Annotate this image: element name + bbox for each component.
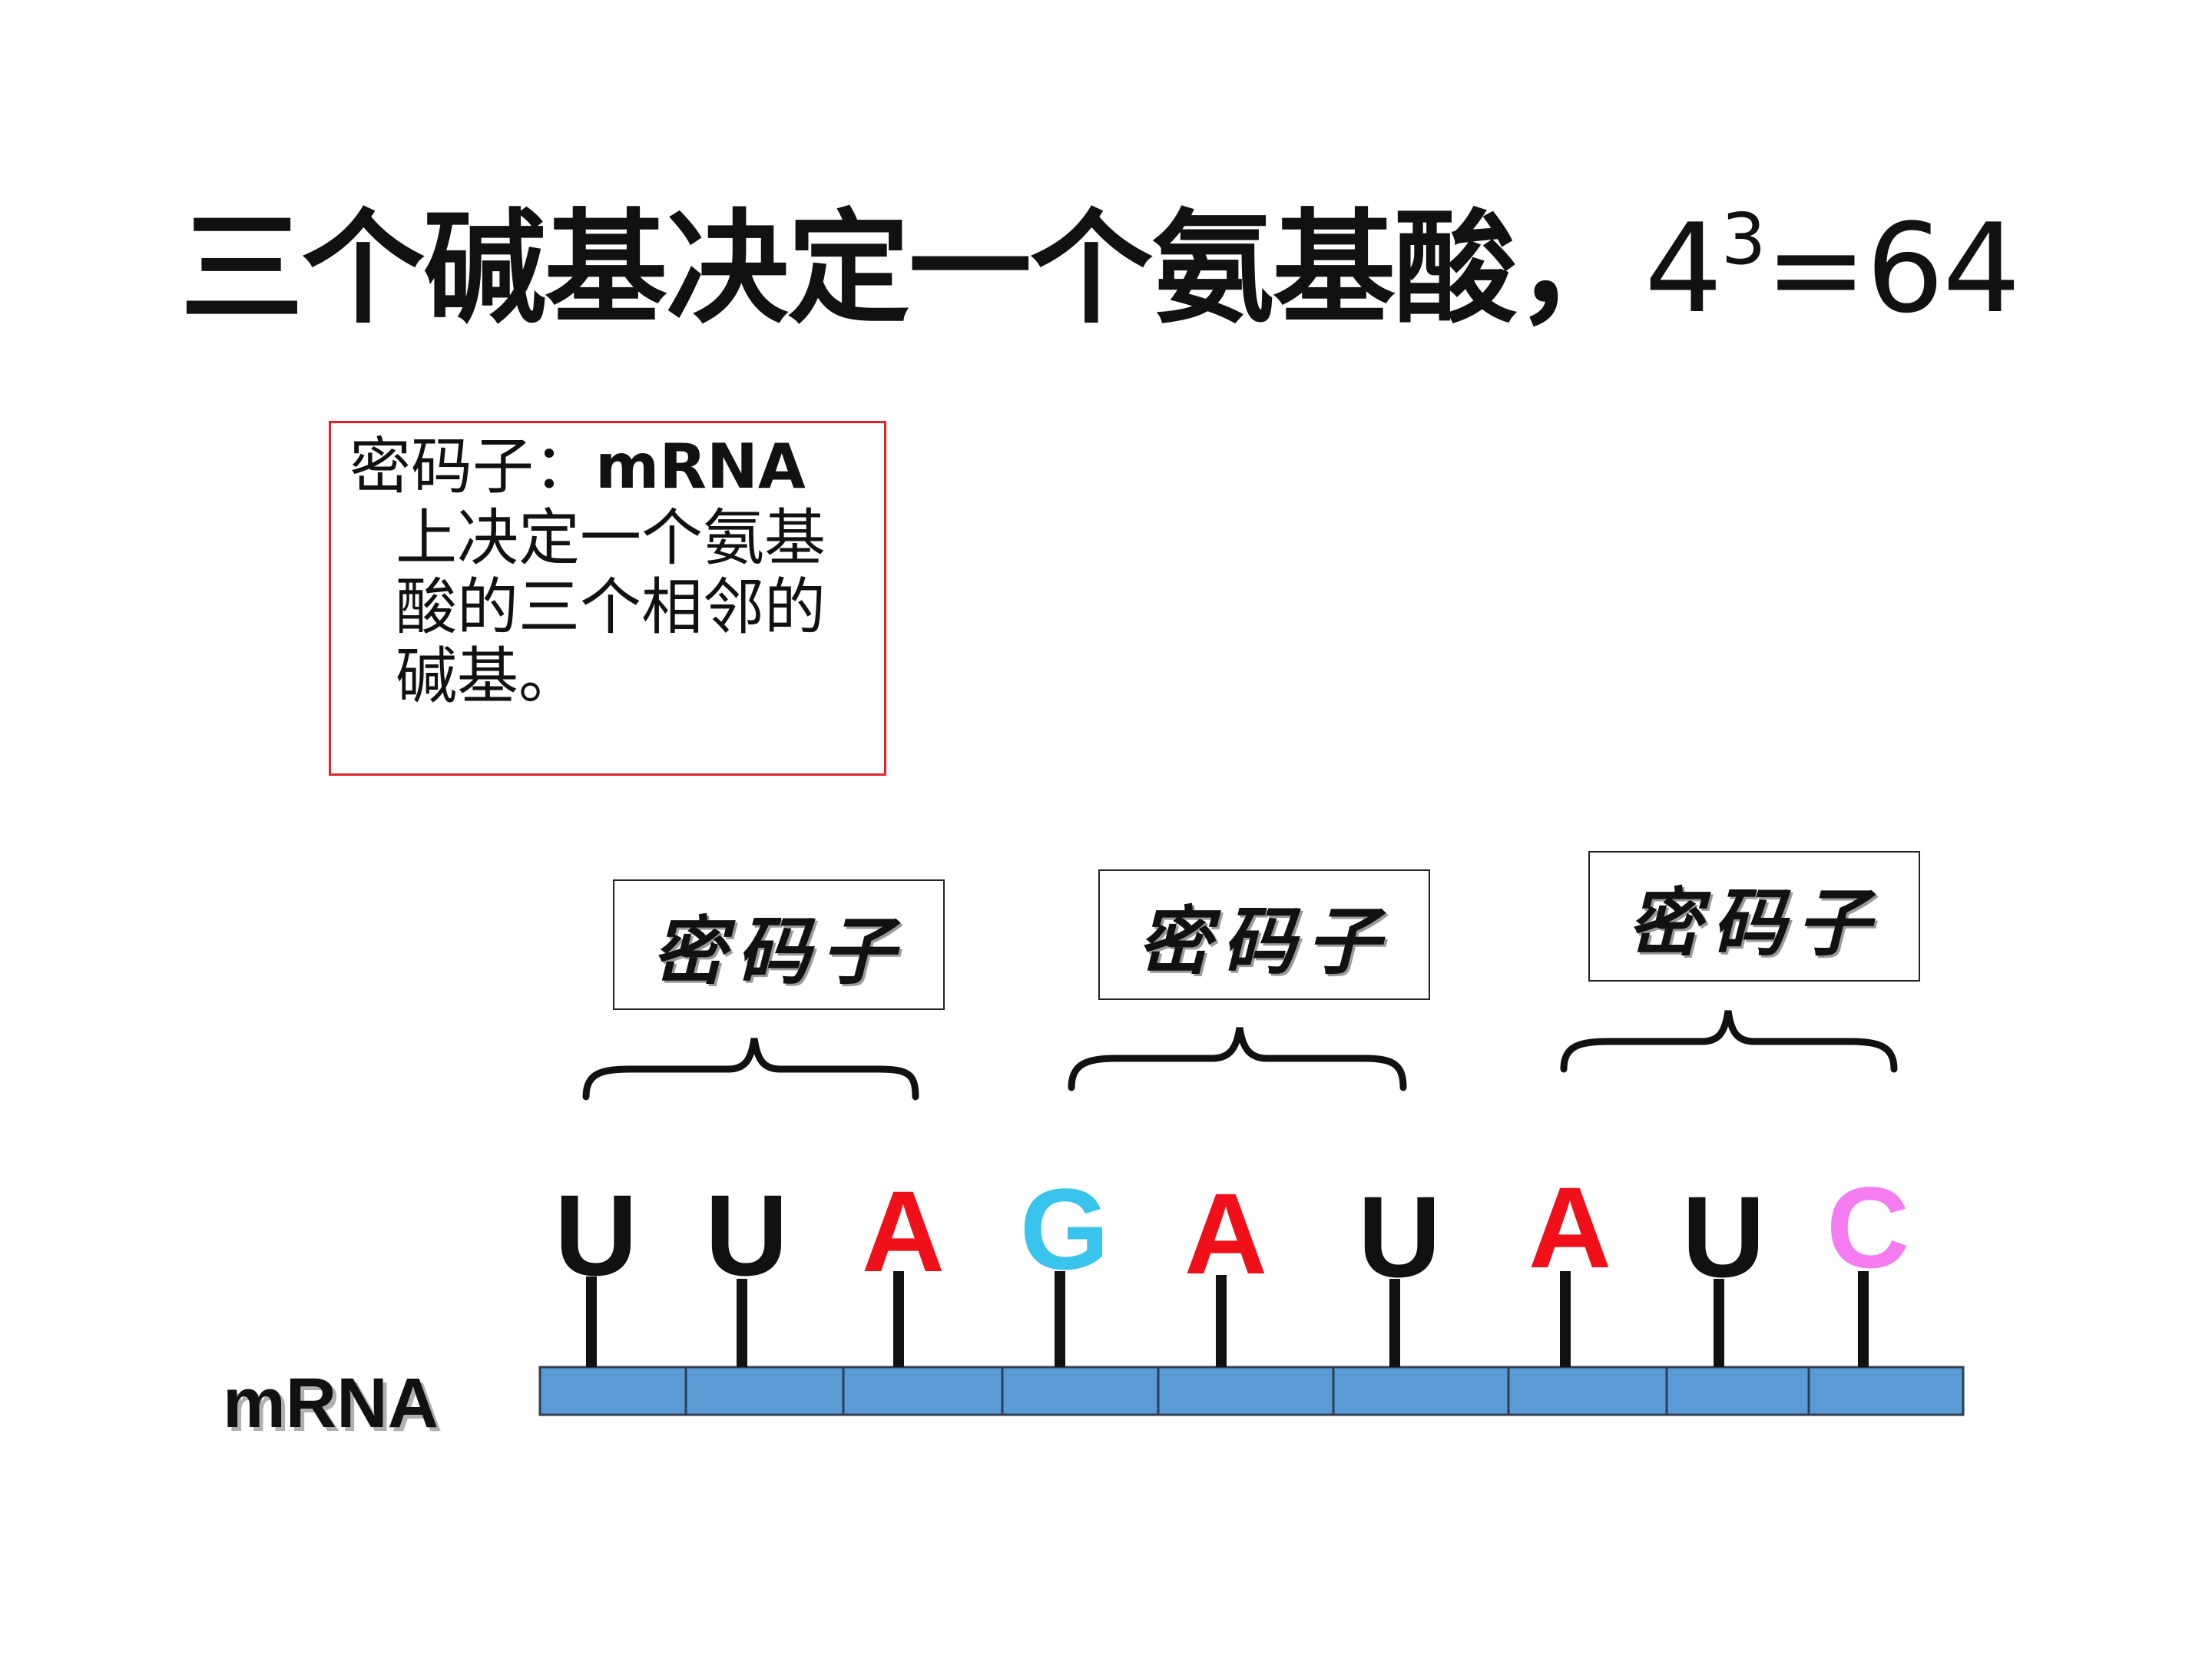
strand-segment — [538, 1366, 687, 1416]
base-letter: A — [1184, 1169, 1267, 1298]
definition-text: 密码子：mRNA 上决定一个氨基酸的三个相邻的碱基。 — [349, 430, 887, 711]
formula-base: 4 — [1644, 197, 1723, 340]
formula-result: =64 — [1764, 197, 2021, 340]
codon-brace-1 — [582, 1038, 919, 1101]
title-formula: 43=64 — [1644, 197, 2021, 340]
strand-segment — [684, 1366, 845, 1416]
codon-brace-3 — [1560, 1010, 1898, 1073]
base-letter: U — [555, 1171, 637, 1300]
strand-segment — [1332, 1366, 1510, 1416]
mrna-strand-label: mRNA — [223, 1364, 439, 1442]
codon-brace-2 — [1068, 1027, 1407, 1091]
definition-box — [329, 421, 886, 776]
strand-segment — [1157, 1366, 1335, 1416]
base-sticks — [586, 1271, 1869, 1367]
definition-body: 上决定一个氨基酸的三个相邻的碱基。 — [396, 502, 826, 712]
strand-segment — [1507, 1366, 1668, 1416]
base-letter: U — [1358, 1172, 1441, 1301]
strand-segment — [1001, 1366, 1160, 1416]
base-letter: U — [705, 1171, 788, 1300]
codon-label-box-2: 密码子 — [1098, 869, 1430, 1000]
strand-segment — [842, 1366, 1004, 1416]
codon-braces — [582, 1010, 1898, 1101]
base-letter: U — [1682, 1172, 1765, 1301]
base-letter: A — [862, 1167, 945, 1296]
strand-segment — [1665, 1366, 1810, 1416]
definition-term: 密码子：mRNA — [349, 430, 887, 504]
definition-term-cn: 密码子： — [349, 431, 595, 502]
title-text: 三个碱基决定一个氨基酸， — [180, 196, 1638, 340]
mrna-strand — [538, 1366, 1965, 1416]
base-letter: G — [1020, 1164, 1110, 1293]
base-letter: A — [1528, 1163, 1611, 1292]
slide-title: 三个碱基决定一个氨基酸，43=64 — [180, 169, 2021, 347]
base-letter: C — [1826, 1163, 1909, 1292]
codon-label-box-3: 密码子 — [1588, 851, 1920, 982]
definition-term-en: mRNA — [595, 431, 806, 502]
codon-label-box-1: 密码子 — [613, 879, 945, 1010]
strand-segment — [1807, 1366, 1965, 1416]
formula-exponent: 3 — [1720, 198, 1767, 280]
